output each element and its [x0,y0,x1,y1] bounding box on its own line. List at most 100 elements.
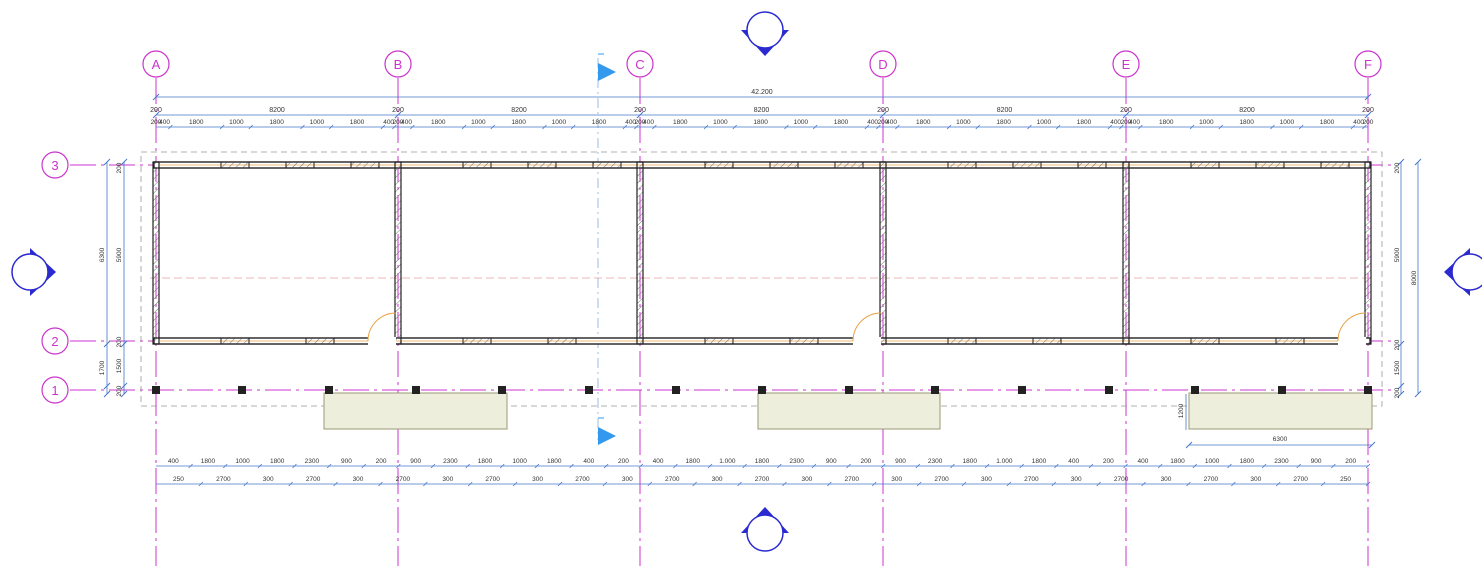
top-dim-2-tick [784,124,789,130]
top-dim-2-tick [1107,124,1113,130]
section-marker-bottom [598,417,616,445]
elevation-marker-top-circle [746,11,784,49]
column-post [758,386,766,394]
top-dim-2-label: 1000 [713,119,728,126]
top-dim-2-label: 1800 [1077,119,1092,126]
canopy-depth-label: 1200 [1178,403,1185,418]
bottom-dim-1-tick [292,463,297,469]
window-top [220,161,250,169]
window-bottom [547,337,577,345]
top-dim-2-tick [542,124,547,130]
grid-bubble-col [1354,50,1382,78]
window-top [769,161,799,169]
top-dim-2-label: 200 [393,119,404,126]
right-dim-tick [1397,382,1405,390]
top-dim-2-tick [248,124,254,130]
bottom-dim-1-label: 2300 [443,458,458,465]
top-dim-2-label: 200 [878,119,889,126]
right-dim-tick [1397,158,1405,166]
right-dim-200b: 200 [1394,339,1401,350]
bottom-dim-2-label: 300 [263,476,274,483]
bottom-dim-1-label: 900 [826,458,837,465]
top-dim-2-tick [1027,124,1032,130]
top-dim-2-label: 400 [159,119,170,126]
grid-bubble-col-label: B [394,57,403,72]
bottom-dim-1-label: 1800 [1170,458,1185,465]
top-dim-2-tick [1055,124,1061,130]
top-dim-2-label: 1800 [673,119,688,126]
door-gap [853,337,881,345]
top-dim-2-tick [1119,124,1124,130]
window-bottom [462,337,492,345]
bottom-dim-2-tick [1275,481,1281,487]
top-dim-2-tick [703,124,709,130]
bottom-dim-2-label: 2700 [396,476,411,483]
top-dim-2-label: 400 [643,119,654,126]
window-bottom [305,337,335,345]
top-dim-2-label: 1800 [189,119,204,126]
bottom-dim-1-label: 1000 [512,458,527,465]
top-dim-2-tick [570,124,576,130]
column-post [845,386,853,394]
bottom-dim-1-label: 2300 [305,458,320,465]
bottom-dim-1-tick [396,463,401,469]
bottom-dim-2-tick [827,481,832,487]
top-dim-2-label: 1800 [1159,119,1174,126]
window-top [834,161,864,169]
bottom-dim-2-tick [782,481,787,487]
column-post [672,386,680,394]
bottom-dim-2-tick [333,481,338,487]
bottom-dim-1-tick [777,463,782,469]
left-dim-200c: 200 [116,385,123,396]
wall-col-E [1122,161,1130,345]
bottom-dim-2-label: 2700 [1293,476,1308,483]
bottom-dim-1-tick [880,463,886,469]
left-dim-tick [120,390,128,398]
bottom-dim-1-label: 400 [653,458,664,465]
top-dim-2-tick [732,124,738,130]
top-dim-2-tick [392,124,397,130]
top-dim-1-label: 200 [634,107,646,114]
bottom-dim-1-label: 1800 [1240,458,1255,465]
top-dim-2-label: 200 [1121,119,1132,126]
overall-dim-tick [152,93,160,101]
bottom-dim-2-tick [1231,481,1236,487]
top-dim-2-label: 400 [1110,119,1121,126]
top-dim-2-tick [622,124,628,130]
window-top [1320,161,1350,169]
top-dim-2-label: 400 [1129,119,1140,126]
bottom-dim-2-tick [423,481,428,487]
grid-bubble-col-label: D [878,57,887,72]
section-marker-bottom-flag [598,427,616,445]
window-top [285,161,315,169]
top-dim-2-tick [219,124,225,130]
bottom-dim-2-label: 2700 [306,476,321,483]
column-post [1364,386,1372,394]
bottom-dim-2-label: 2700 [845,476,860,483]
bottom-dim-2-tick [467,481,473,487]
bottom-dim-2-tick [198,481,204,487]
top-dim-2-tick [461,124,467,130]
grid-bubble-col [869,50,897,78]
window-bottom [1190,337,1220,345]
bottom-dim-1-tick [326,463,332,469]
grid-bubble-col-label: C [635,57,644,72]
grid-bubble-row-label: 1 [51,383,58,398]
door-gap [1338,337,1366,345]
left-dim-tick [120,382,128,390]
bottom-dim-1-label: 900 [895,458,906,465]
wall-col-D [879,161,887,345]
top-dim-2-label: 1000 [229,119,244,126]
bottom-dim-1-tick [1123,463,1128,469]
bottom-dim-2-tick [1186,481,1191,487]
top-dim-2-tick [975,124,981,130]
right-dim-tick [1414,158,1422,166]
grid-bubble-row [41,151,69,179]
bottom-dim-2-label: 300 [891,476,902,483]
bottom-dim-1-tick [638,463,644,469]
bottom-dim-1-label: 1800 [478,458,493,465]
bottom-dim-1-label: 900 [341,458,352,465]
column-post [1278,386,1286,394]
window-top [462,161,492,169]
